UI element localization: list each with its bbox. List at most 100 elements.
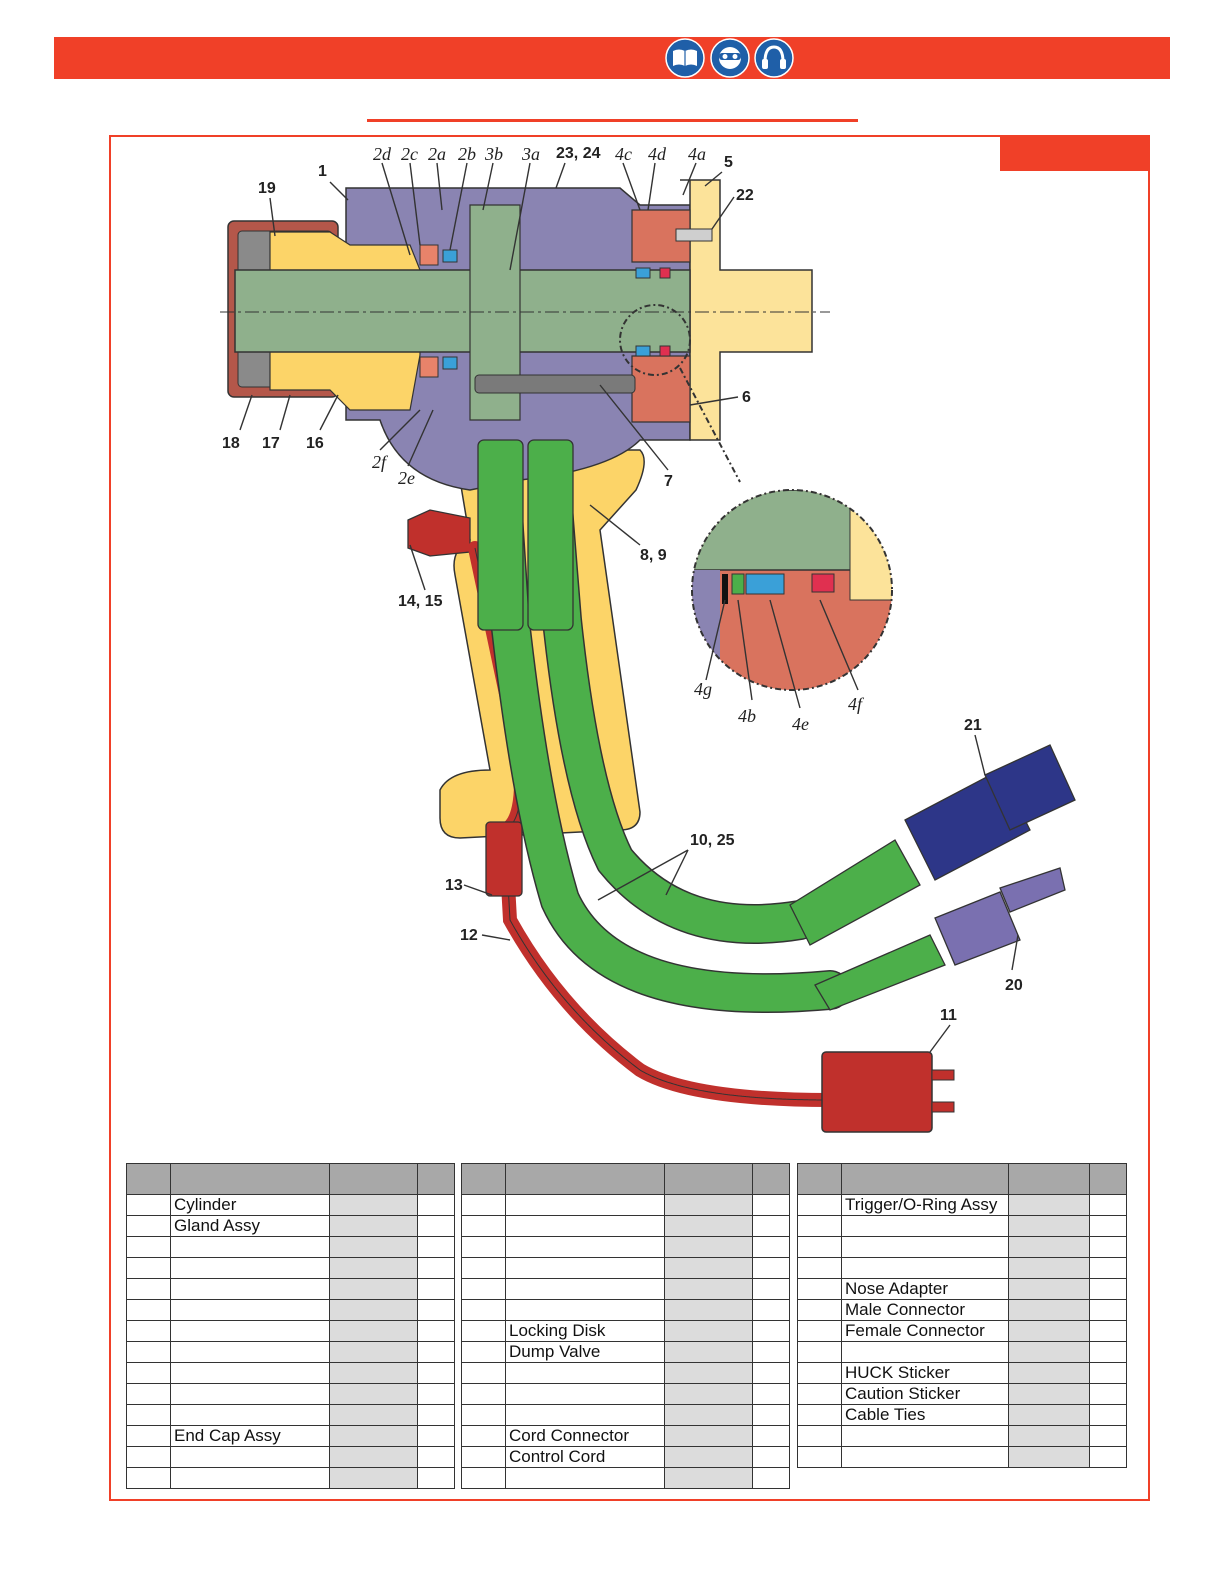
description-cell: Cord Connector [505, 1425, 665, 1447]
description-cell: HUCK Sticker [841, 1362, 1009, 1384]
part-number-cell [1008, 1320, 1090, 1342]
item-number-cell [461, 1362, 506, 1384]
description-cell [841, 1341, 1009, 1363]
eye-protection-icon [710, 38, 750, 78]
description-cell [505, 1383, 665, 1405]
quantity-cell [1089, 1341, 1127, 1363]
part-number-cell [329, 1278, 418, 1300]
table-row [461, 1404, 790, 1426]
callout-11: 11 [940, 1007, 957, 1024]
quantity-cell [417, 1215, 455, 1237]
callout-6: 6 [742, 389, 751, 406]
table-row [126, 1446, 455, 1468]
part-number-cell [1008, 1404, 1090, 1426]
table-row: Dump Valve [461, 1341, 790, 1363]
description-cell [170, 1362, 330, 1384]
quantity-cell [1089, 1215, 1127, 1237]
callout-8-9: 8, 9 [640, 547, 667, 564]
quantity-cell [752, 1194, 790, 1216]
part-number-cell [664, 1320, 753, 1342]
description-cell: Caution Sticker [841, 1383, 1009, 1405]
table-row [126, 1362, 455, 1384]
item-number-cell [126, 1341, 171, 1363]
description-cell [505, 1404, 665, 1426]
table-row [461, 1299, 790, 1321]
callout-4e: 4e [792, 714, 809, 734]
description-cell: End Cap Assy [170, 1425, 330, 1447]
part-number-cell [1008, 1257, 1090, 1279]
item-number-cell [461, 1404, 506, 1426]
dump-valve-rod [474, 374, 636, 394]
callout-2a: 2a [428, 144, 446, 164]
description-cell [170, 1320, 330, 1342]
detail-circle-small [619, 304, 691, 376]
callout-21: 21 [964, 717, 982, 734]
quantity-cell [417, 1341, 455, 1363]
description-cell: Male Connector [841, 1299, 1009, 1321]
item-number-cell [797, 1236, 842, 1258]
part-number-cell [329, 1341, 418, 1363]
description-cell [170, 1257, 330, 1279]
item-number-cell [126, 1299, 171, 1321]
description-cell [170, 1341, 330, 1363]
table-row [461, 1236, 790, 1258]
item-number-cell [126, 1467, 171, 1489]
part-number-cell [329, 1362, 418, 1384]
callout-4a: 4a [688, 144, 706, 164]
callout-13: 13 [445, 877, 463, 894]
item-number-cell [797, 1278, 842, 1300]
part-number-cell [664, 1467, 753, 1489]
description-cell: Cable Ties [841, 1404, 1009, 1426]
item-number-cell [126, 1236, 171, 1258]
callout-14-15: 14, 15 [398, 593, 443, 610]
callout-1: 1 [318, 163, 327, 180]
description-cell [170, 1404, 330, 1426]
description-cell: Locking Disk [505, 1320, 665, 1342]
table-row [797, 1215, 1127, 1237]
part-number-cell [329, 1299, 418, 1321]
quantity-cell [1089, 1299, 1127, 1321]
part-number-cell [329, 1236, 418, 1258]
header-bar [54, 37, 1170, 79]
item-number-cell [797, 1257, 842, 1279]
manual-book-icon [665, 38, 705, 78]
item-number-cell [126, 1362, 171, 1384]
quantity-cell [752, 1299, 790, 1321]
quantity-cell [1089, 1320, 1127, 1342]
description-cell [170, 1299, 330, 1321]
item-number-cell [797, 1383, 842, 1405]
quantity-cell [417, 1320, 455, 1342]
item-number-cell [126, 1425, 171, 1447]
table-row [461, 1257, 790, 1279]
piston [234, 269, 691, 353]
part-number-cell [664, 1362, 753, 1384]
part-number-cell [664, 1194, 753, 1216]
item-number-cell [126, 1320, 171, 1342]
item-number-cell [797, 1404, 842, 1426]
item-number-cell [461, 1194, 506, 1216]
quantity-cell [752, 1467, 790, 1489]
part-number-cell [664, 1383, 753, 1405]
description-cell [841, 1257, 1009, 1279]
table-row [126, 1236, 455, 1258]
description-cell [505, 1215, 665, 1237]
table-row [461, 1467, 790, 1489]
quantity-cell [417, 1257, 455, 1279]
table-row [126, 1467, 455, 1489]
table-row: Gland Assy [126, 1215, 455, 1237]
callout-16: 16 [306, 435, 324, 452]
callout-2b: 2b [458, 144, 476, 164]
quantity-cell [752, 1341, 790, 1363]
description-cell [505, 1299, 665, 1321]
callout-10-25: 10, 25 [690, 832, 735, 849]
quantity-cell [752, 1383, 790, 1405]
table-row [461, 1194, 790, 1216]
part-number-cell [1008, 1215, 1090, 1237]
table-row [126, 1278, 455, 1300]
item-number-cell [797, 1320, 842, 1342]
callout-4b: 4b [738, 706, 756, 726]
callout-12: 12 [460, 927, 478, 944]
